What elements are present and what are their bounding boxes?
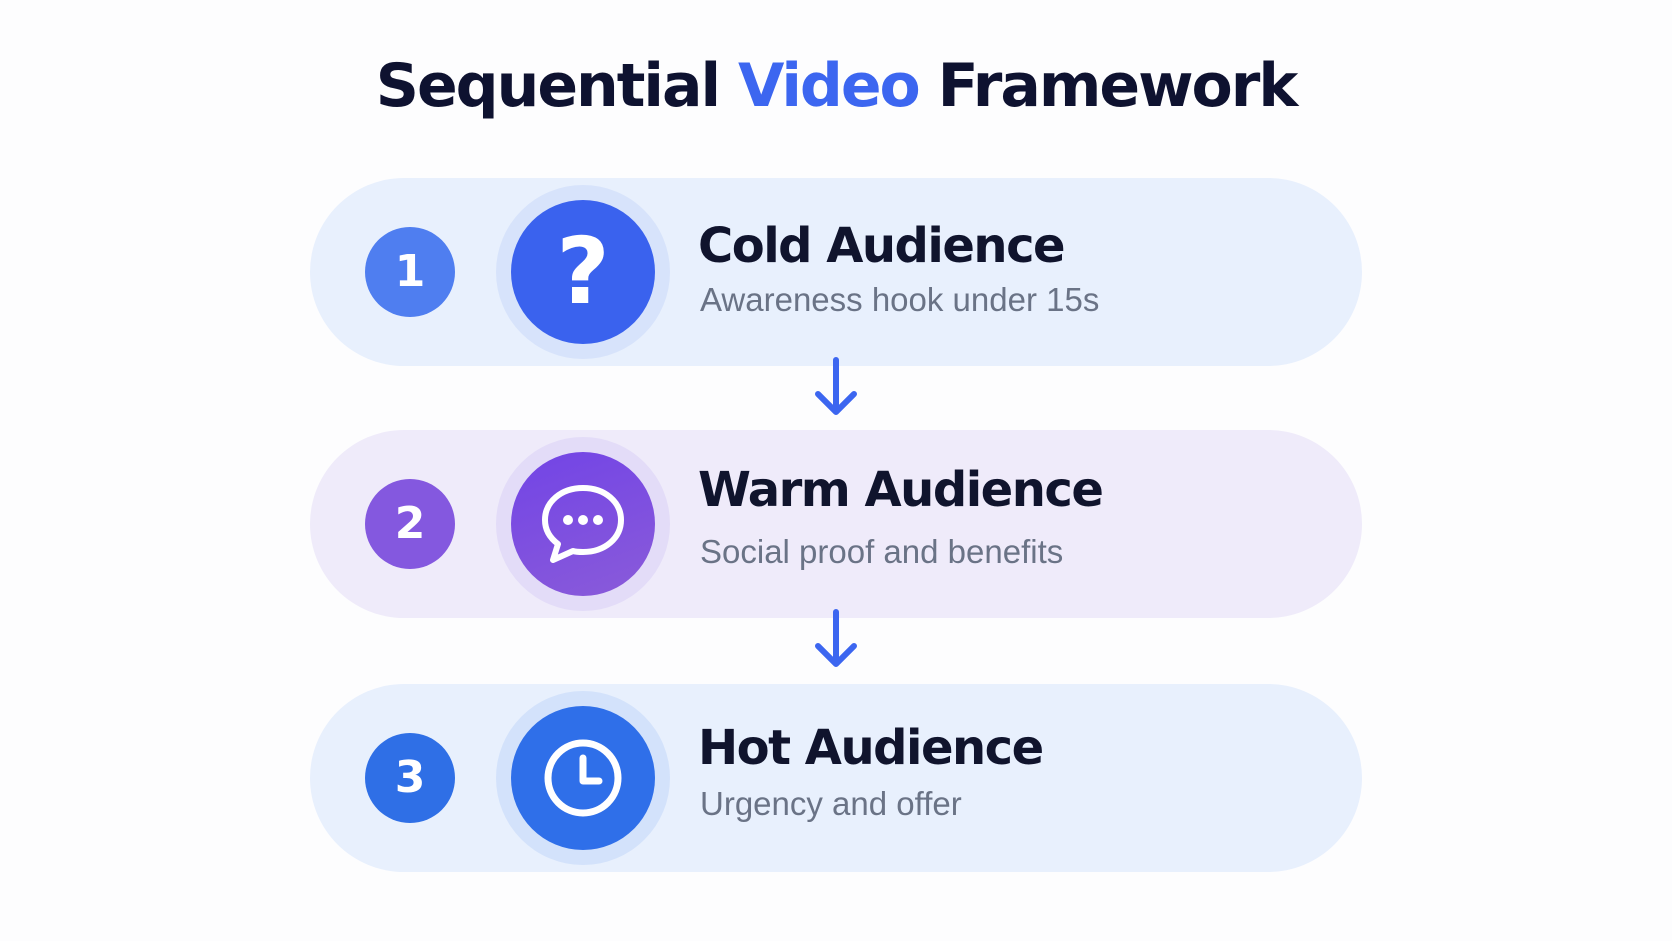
- question-icon: ?: [511, 200, 655, 344]
- chat-bubble-icon: [511, 452, 655, 596]
- step-title: Cold Audience: [698, 218, 1066, 274]
- step-title: Hot Audience: [698, 720, 1044, 776]
- step-subtitle: Urgency and offer: [700, 785, 962, 822]
- step-number-badge: 2: [365, 479, 455, 569]
- step-card-hot: 3 Hot Audience Urgency and offer: [310, 684, 1362, 872]
- clock-icon: [511, 706, 655, 850]
- page-title: Sequential Video Framework: [0, 46, 1672, 126]
- icon-halo: [496, 437, 670, 611]
- step-number-badge: 1: [365, 227, 455, 317]
- step-subtitle: Awareness hook under 15s: [700, 281, 1100, 318]
- arrow-down-icon: [812, 608, 860, 672]
- step-card-warm: 2 Warm Audience Social proof and benefit…: [310, 430, 1362, 618]
- step-card-cold: 1 ? Cold Audience Awareness hook under 1…: [310, 178, 1362, 366]
- title-part-2: Framework: [918, 51, 1299, 121]
- step-subtitle: Social proof and benefits: [700, 533, 1064, 570]
- step-number-badge: 3: [365, 733, 455, 823]
- icon-halo: [496, 691, 670, 865]
- icon-halo: ?: [496, 185, 670, 359]
- arrow-down-icon: [812, 356, 860, 420]
- step-title: Warm Audience: [698, 462, 1104, 518]
- title-part-1: Sequential: [375, 51, 738, 121]
- title-accent: Video: [737, 51, 921, 121]
